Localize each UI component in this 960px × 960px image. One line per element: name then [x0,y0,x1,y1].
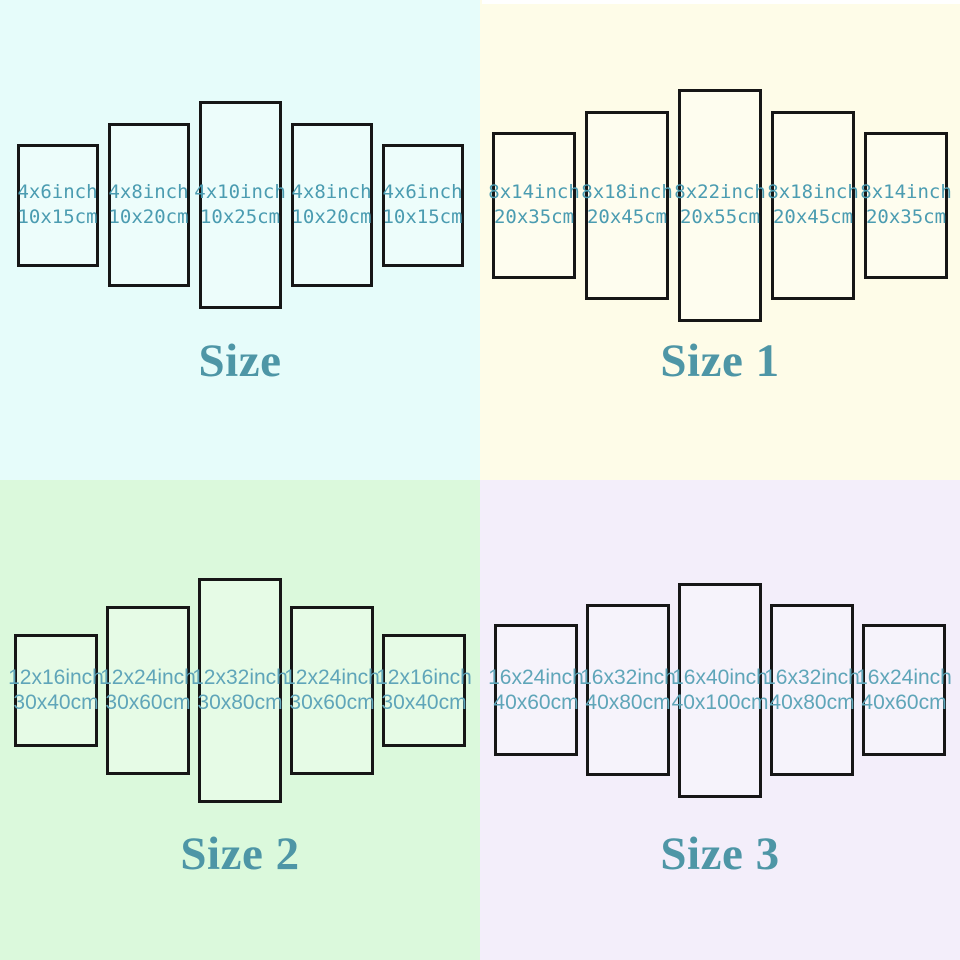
panel-dimension-inch: 16x24inch [856,666,952,689]
panel-dimension-inch: 12x16inch [376,666,472,689]
canvas-panel: 8x18inch 20x45cm [767,110,859,300]
panel-dimension-inch: 16x32inch [580,666,676,689]
canvas-panel: 8x22inch 20x55cm [674,88,766,322]
panel-dimension-inch: 16x24inch [488,666,584,689]
size-group-title: Size 1 [660,335,780,387]
panel-dimension-cm: 40x80cm [585,691,671,714]
panel-dimension-cm: 40x60cm [493,691,579,714]
size-group-title: Size 2 [180,828,300,880]
panel-dimension-cm: 10x20cm [291,206,372,228]
panel-dimension-cm: 10x15cm [382,206,463,228]
panel-dimension-cm: 20x55cm [679,206,761,228]
panel-dimension-inch: 12x32inch [192,666,288,689]
canvas-panel: 4x8inch 10x20cm [107,123,190,287]
panel-dimension-inch: 8x14inch [860,181,952,203]
quadrant-size-2: 12x16inch 30x40cm 12x24inch 30x60cm 12x3… [0,480,480,960]
size-group-title: Size [198,335,282,387]
canvas-panel: 4x8inch 10x20cm [290,123,373,287]
panel-dimension-cm: 20x35cm [865,206,947,228]
panel-dimension-inch: 12x24inch [284,666,380,689]
canvas-panel: 12x24inch 30x60cm [284,605,380,775]
panel-dimension-cm: 30x40cm [13,691,99,714]
panel-dimension-cm: 10x15cm [17,206,98,228]
panel-dimension-inch: 12x24inch [100,666,196,689]
canvas-panel: 8x14inch 20x35cm [488,131,580,279]
panel-dimension-inch: 4x10inch [194,181,286,203]
panel-dimension-inch: 12x16inch [8,666,104,689]
canvas-panel: 16x40inch 40x100cm [672,582,768,798]
panel-dimension-inch: 4x8inch [291,181,372,203]
white-edge-strip [482,0,960,4]
canvas-panel: 4x6inch 10x15cm [16,143,99,267]
canvas-panel: 16x24inch 40x60cm [488,624,584,756]
canvas-panel: 16x24inch 40x60cm [856,624,952,756]
panel-dimension-cm: 30x80cm [197,691,283,714]
panel-dimension-inch: 8x18inch [767,181,859,203]
quadrant-size: 4x6inch 10x15cm 4x8inch 10x20cm 4x10inch… [0,0,480,480]
panel-dimension-inch: 8x18inch [581,181,673,203]
panel-row: 4x6inch 10x15cm 4x8inch 10x20cm 4x10inch… [0,0,480,410]
panel-dimension-inch: 4x6inch [382,181,463,203]
canvas-panel: 4x6inch 10x15cm [381,143,464,267]
canvas-panel: 16x32inch 40x80cm [764,604,860,776]
panel-row: 8x14inch 20x35cm 8x18inch 20x45cm 8x22in… [480,0,960,410]
size-group-title: Size 3 [660,828,780,880]
panel-dimension-cm: 30x40cm [381,691,467,714]
panel-dimension-inch: 4x8inch [108,181,189,203]
quadrant-size-1: 8x14inch 20x35cm 8x18inch 20x45cm 8x22in… [480,0,960,480]
canvas-panel: 16x32inch 40x80cm [580,604,676,776]
panel-dimension-cm: 20x45cm [586,206,668,228]
panel-dimension-cm: 10x20cm [108,206,189,228]
panel-dimension-inch: 16x32inch [764,666,860,689]
panel-dimension-cm: 40x100cm [671,691,769,714]
panel-dimension-inch: 4x6inch [17,181,98,203]
panel-dimension-inch: 8x22inch [674,181,766,203]
panel-dimension-inch: 8x14inch [488,181,580,203]
panel-dimension-cm: 30x60cm [105,691,191,714]
panel-dimension-cm: 40x60cm [861,691,947,714]
panel-dimension-cm: 20x35cm [493,206,575,228]
canvas-panel: 12x32inch 30x80cm [192,577,288,803]
canvas-panel: 12x24inch 30x60cm [100,605,196,775]
panel-row: 16x24inch 40x60cm 16x32inch 40x80cm 16x4… [480,480,960,900]
canvas-panel: 12x16inch 30x40cm [376,633,472,747]
canvas-panel: 8x18inch 20x45cm [581,110,673,300]
panel-dimension-cm: 30x60cm [289,691,375,714]
panel-row: 12x16inch 30x40cm 12x24inch 30x60cm 12x3… [0,480,480,900]
canvas-panel: 12x16inch 30x40cm [8,633,104,747]
panel-dimension-cm: 40x80cm [769,691,855,714]
panel-dimension-cm: 20x45cm [772,206,854,228]
panel-dimension-inch: 16x40inch [672,666,768,689]
panel-dimension-cm: 10x25cm [199,206,281,228]
canvas-panel: 4x10inch 10x25cm [194,101,286,309]
canvas-panel: 8x14inch 20x35cm [860,131,952,279]
quadrant-size-3: 16x24inch 40x60cm 16x32inch 40x80cm 16x4… [480,480,960,960]
